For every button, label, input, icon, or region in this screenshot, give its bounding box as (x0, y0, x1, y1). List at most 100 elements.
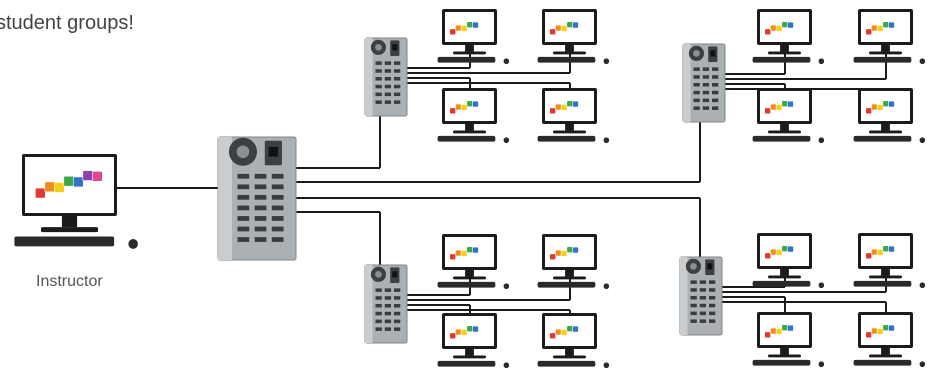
screen-tile (770, 327, 777, 335)
port-slot (384, 92, 392, 97)
keyboard (853, 56, 912, 63)
screen-tile (560, 104, 568, 111)
power-switch (392, 44, 398, 51)
monitor-base (869, 51, 902, 55)
port-slot (702, 83, 710, 87)
screen-tile (871, 103, 878, 111)
fan-hub (236, 145, 250, 159)
monitor-neck (780, 269, 789, 276)
screen-tile (460, 104, 468, 111)
group-bottom-left-switch (364, 264, 408, 344)
port-slot (237, 194, 250, 200)
screen-tile (449, 253, 457, 261)
caption-text: student groups! (0, 12, 134, 34)
screen-tile (455, 103, 462, 111)
screen-tile (455, 24, 462, 32)
tower-side (365, 265, 373, 343)
monitor-neck (881, 348, 890, 355)
port-slot (708, 280, 716, 284)
screen-tile (775, 328, 783, 335)
screen-tile (876, 249, 884, 256)
port-slot (393, 296, 401, 300)
port-slot (384, 288, 392, 292)
port-slot (393, 84, 401, 89)
port-slot (375, 69, 382, 73)
port-slot (237, 216, 250, 221)
keyboard (537, 135, 596, 142)
student-computer (537, 88, 610, 144)
port-slot (375, 319, 382, 324)
mouse (818, 58, 825, 65)
screen-tile (871, 327, 878, 335)
monitor-neck (565, 45, 574, 52)
monitor-neck (61, 216, 78, 228)
monitor-neck (465, 270, 474, 277)
screen-tile (472, 325, 479, 333)
keyboard (437, 56, 496, 63)
port-slot (693, 67, 700, 71)
screen-tile (472, 246, 479, 254)
screen-tile (876, 328, 884, 335)
port-slot (384, 61, 392, 65)
screen-tile (871, 24, 878, 32)
screen-tile (775, 25, 783, 32)
mouse (919, 58, 926, 65)
port-slot (690, 303, 697, 308)
port-slot (693, 83, 700, 87)
screen-tile (455, 328, 462, 336)
student-computer (437, 234, 510, 290)
monitor-neck (565, 270, 574, 277)
port-slot (271, 226, 284, 232)
screen-tile (73, 176, 84, 188)
keyboard (752, 359, 811, 366)
keyboard (853, 135, 912, 142)
port-slot (375, 288, 382, 292)
port-slot (237, 226, 250, 232)
screen-tile (466, 246, 474, 253)
screen-tile (770, 248, 777, 256)
fan-hub (375, 270, 382, 278)
student-computer (752, 312, 825, 368)
student-computer (853, 312, 926, 368)
power-switch (707, 263, 713, 270)
port-slot (702, 67, 710, 71)
port-slot (690, 311, 697, 316)
screen-tile (572, 325, 579, 333)
student-computer (437, 88, 510, 144)
mouse (919, 137, 926, 144)
mouse (503, 283, 510, 290)
port-slot (393, 69, 401, 73)
screen-tile (781, 324, 789, 331)
port-slot (384, 77, 392, 81)
mouse (919, 282, 926, 289)
screen-tile (876, 25, 884, 32)
port-slot (271, 216, 284, 221)
monitor-base (453, 355, 486, 359)
screen-tile (566, 325, 574, 332)
port-slot (699, 303, 707, 308)
mouse (603, 137, 610, 144)
port-slot (271, 194, 284, 200)
keyboard (14, 236, 115, 247)
screen-tile (460, 329, 468, 336)
mouse (503, 362, 510, 368)
screen-tile (566, 100, 574, 107)
screen-tile (560, 329, 568, 336)
screen-tile (555, 103, 562, 111)
screen-tile (472, 100, 479, 108)
port-slot (693, 106, 700, 110)
port-slot (375, 77, 382, 81)
screen-tile (555, 24, 562, 32)
port-slot (702, 98, 710, 103)
port-slot (708, 303, 716, 308)
screen-tile (775, 249, 783, 256)
port-slot (699, 296, 707, 300)
monitor-base (553, 130, 586, 134)
port-slot (711, 98, 719, 103)
port-slot (384, 311, 392, 316)
monitor-base (768, 130, 801, 134)
power-switch (268, 146, 279, 157)
port-slot (699, 280, 707, 284)
screen-tile (549, 107, 557, 115)
port-slot (693, 90, 700, 95)
